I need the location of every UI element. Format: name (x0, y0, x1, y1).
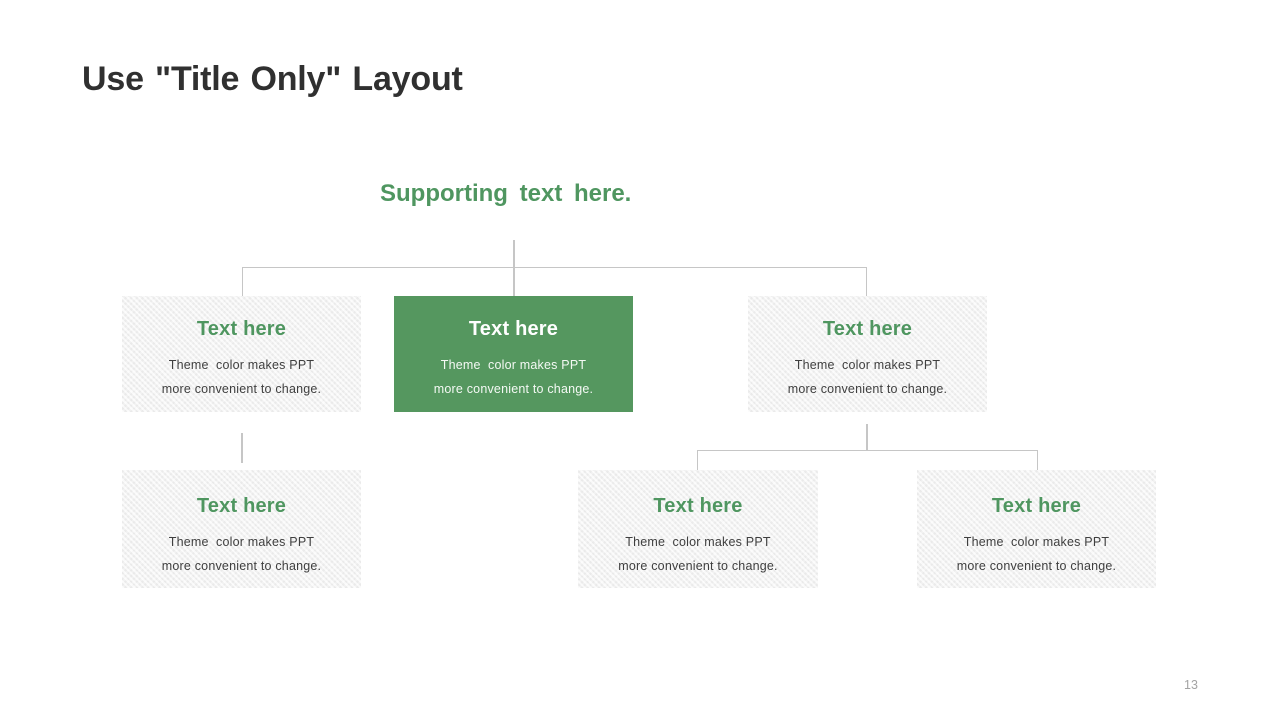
node-body-line1: Theme color makes PPT (794, 358, 941, 372)
node-body-line2: more convenient to change. (433, 382, 594, 396)
org-node-row2-right: Text here Theme color makes PPT more con… (917, 470, 1156, 588)
node-body-line2: more convenient to change. (787, 382, 948, 396)
node-title: Text here (653, 495, 743, 517)
org-node-row1-right: Text here Theme color makes PPT more con… (748, 296, 987, 412)
node-body-line2: more convenient to change. (956, 559, 1117, 573)
org-node-row2-middle: Text here Theme color makes PPT more con… (578, 470, 818, 588)
node-title: Text here (196, 495, 287, 517)
connector-level1-drop-left (242, 267, 243, 296)
node-body-line2: more convenient to change. (161, 559, 322, 573)
node-title: Text here (468, 318, 559, 340)
node-body-line1: Theme color makes PPT (168, 535, 315, 549)
node-body-line1: Theme color makes PPT (168, 358, 315, 372)
node-body-line1: Theme color makes PPT (625, 535, 771, 549)
org-node-row2-left: Text here Theme color makes PPT more con… (122, 470, 361, 588)
node-body-line1: Theme color makes PPT (963, 535, 1110, 549)
connector-level2-drop-right (1037, 450, 1038, 470)
connector-level2-horizontal (697, 450, 1038, 451)
node-body-line2: more convenient to change. (618, 559, 778, 573)
connector-right-branch-vertical (866, 424, 868, 450)
node-title: Text here (991, 495, 1082, 517)
node-body-line2: more convenient to change. (161, 382, 322, 396)
connector-level1-horizontal (242, 267, 867, 268)
org-node-row1-center-highlighted: Text here Theme color makes PPT more con… (394, 296, 633, 412)
connector-level2-drop-left (697, 450, 698, 470)
connector-root-vertical (513, 240, 515, 296)
node-title: Text here (822, 318, 913, 340)
connector-left-branch-stub (241, 433, 243, 463)
node-title: Text here (196, 318, 287, 340)
connector-level1-drop-right (866, 267, 867, 296)
supporting-heading: Supporting text here. (380, 180, 632, 207)
page-number: 13 (1184, 678, 1198, 692)
slide-title: Use "Title Only" Layout (82, 60, 463, 98)
org-node-row1-left: Text here Theme color makes PPT more con… (122, 296, 361, 412)
node-body-line1: Theme color makes PPT (440, 358, 587, 372)
